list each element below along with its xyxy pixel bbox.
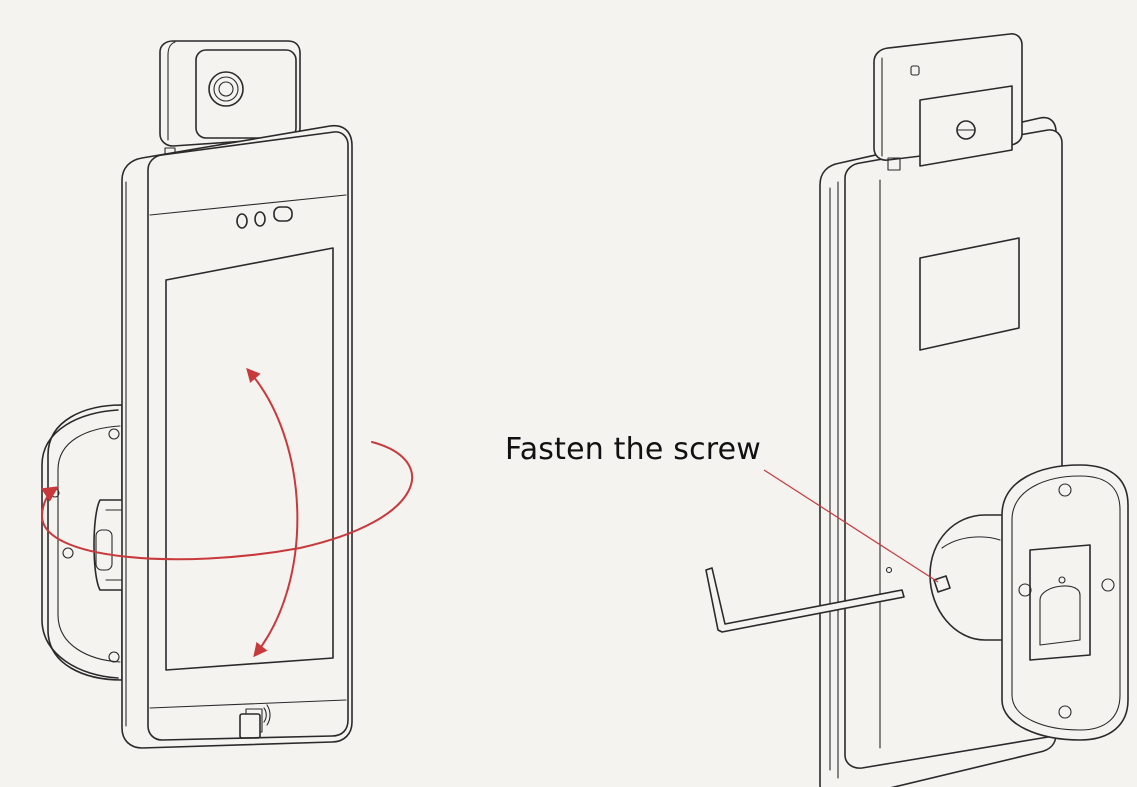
rear-device <box>705 33 1129 787</box>
rear-mount-bracket <box>929 464 1129 741</box>
annotation-label: Fasten the screw <box>505 432 762 467</box>
terminal-body <box>121 124 353 749</box>
sensor-camera <box>273 206 293 222</box>
hex-key <box>705 567 905 633</box>
sensor-light-1 <box>236 213 248 229</box>
camera-module <box>159 40 301 157</box>
sensor-light-2 <box>254 211 266 227</box>
display-screen <box>165 247 334 671</box>
screw-hole <box>933 575 951 593</box>
rear-camera-module <box>873 33 1023 171</box>
rotate-horizontal-arrow <box>40 441 413 561</box>
rotate-vertical-arrow <box>246 367 299 658</box>
annotation-leader-line <box>763 469 939 583</box>
front-device <box>40 40 413 749</box>
label-plate <box>919 237 1020 351</box>
nfc-icon <box>239 704 271 739</box>
wall-bracket <box>41 404 133 681</box>
